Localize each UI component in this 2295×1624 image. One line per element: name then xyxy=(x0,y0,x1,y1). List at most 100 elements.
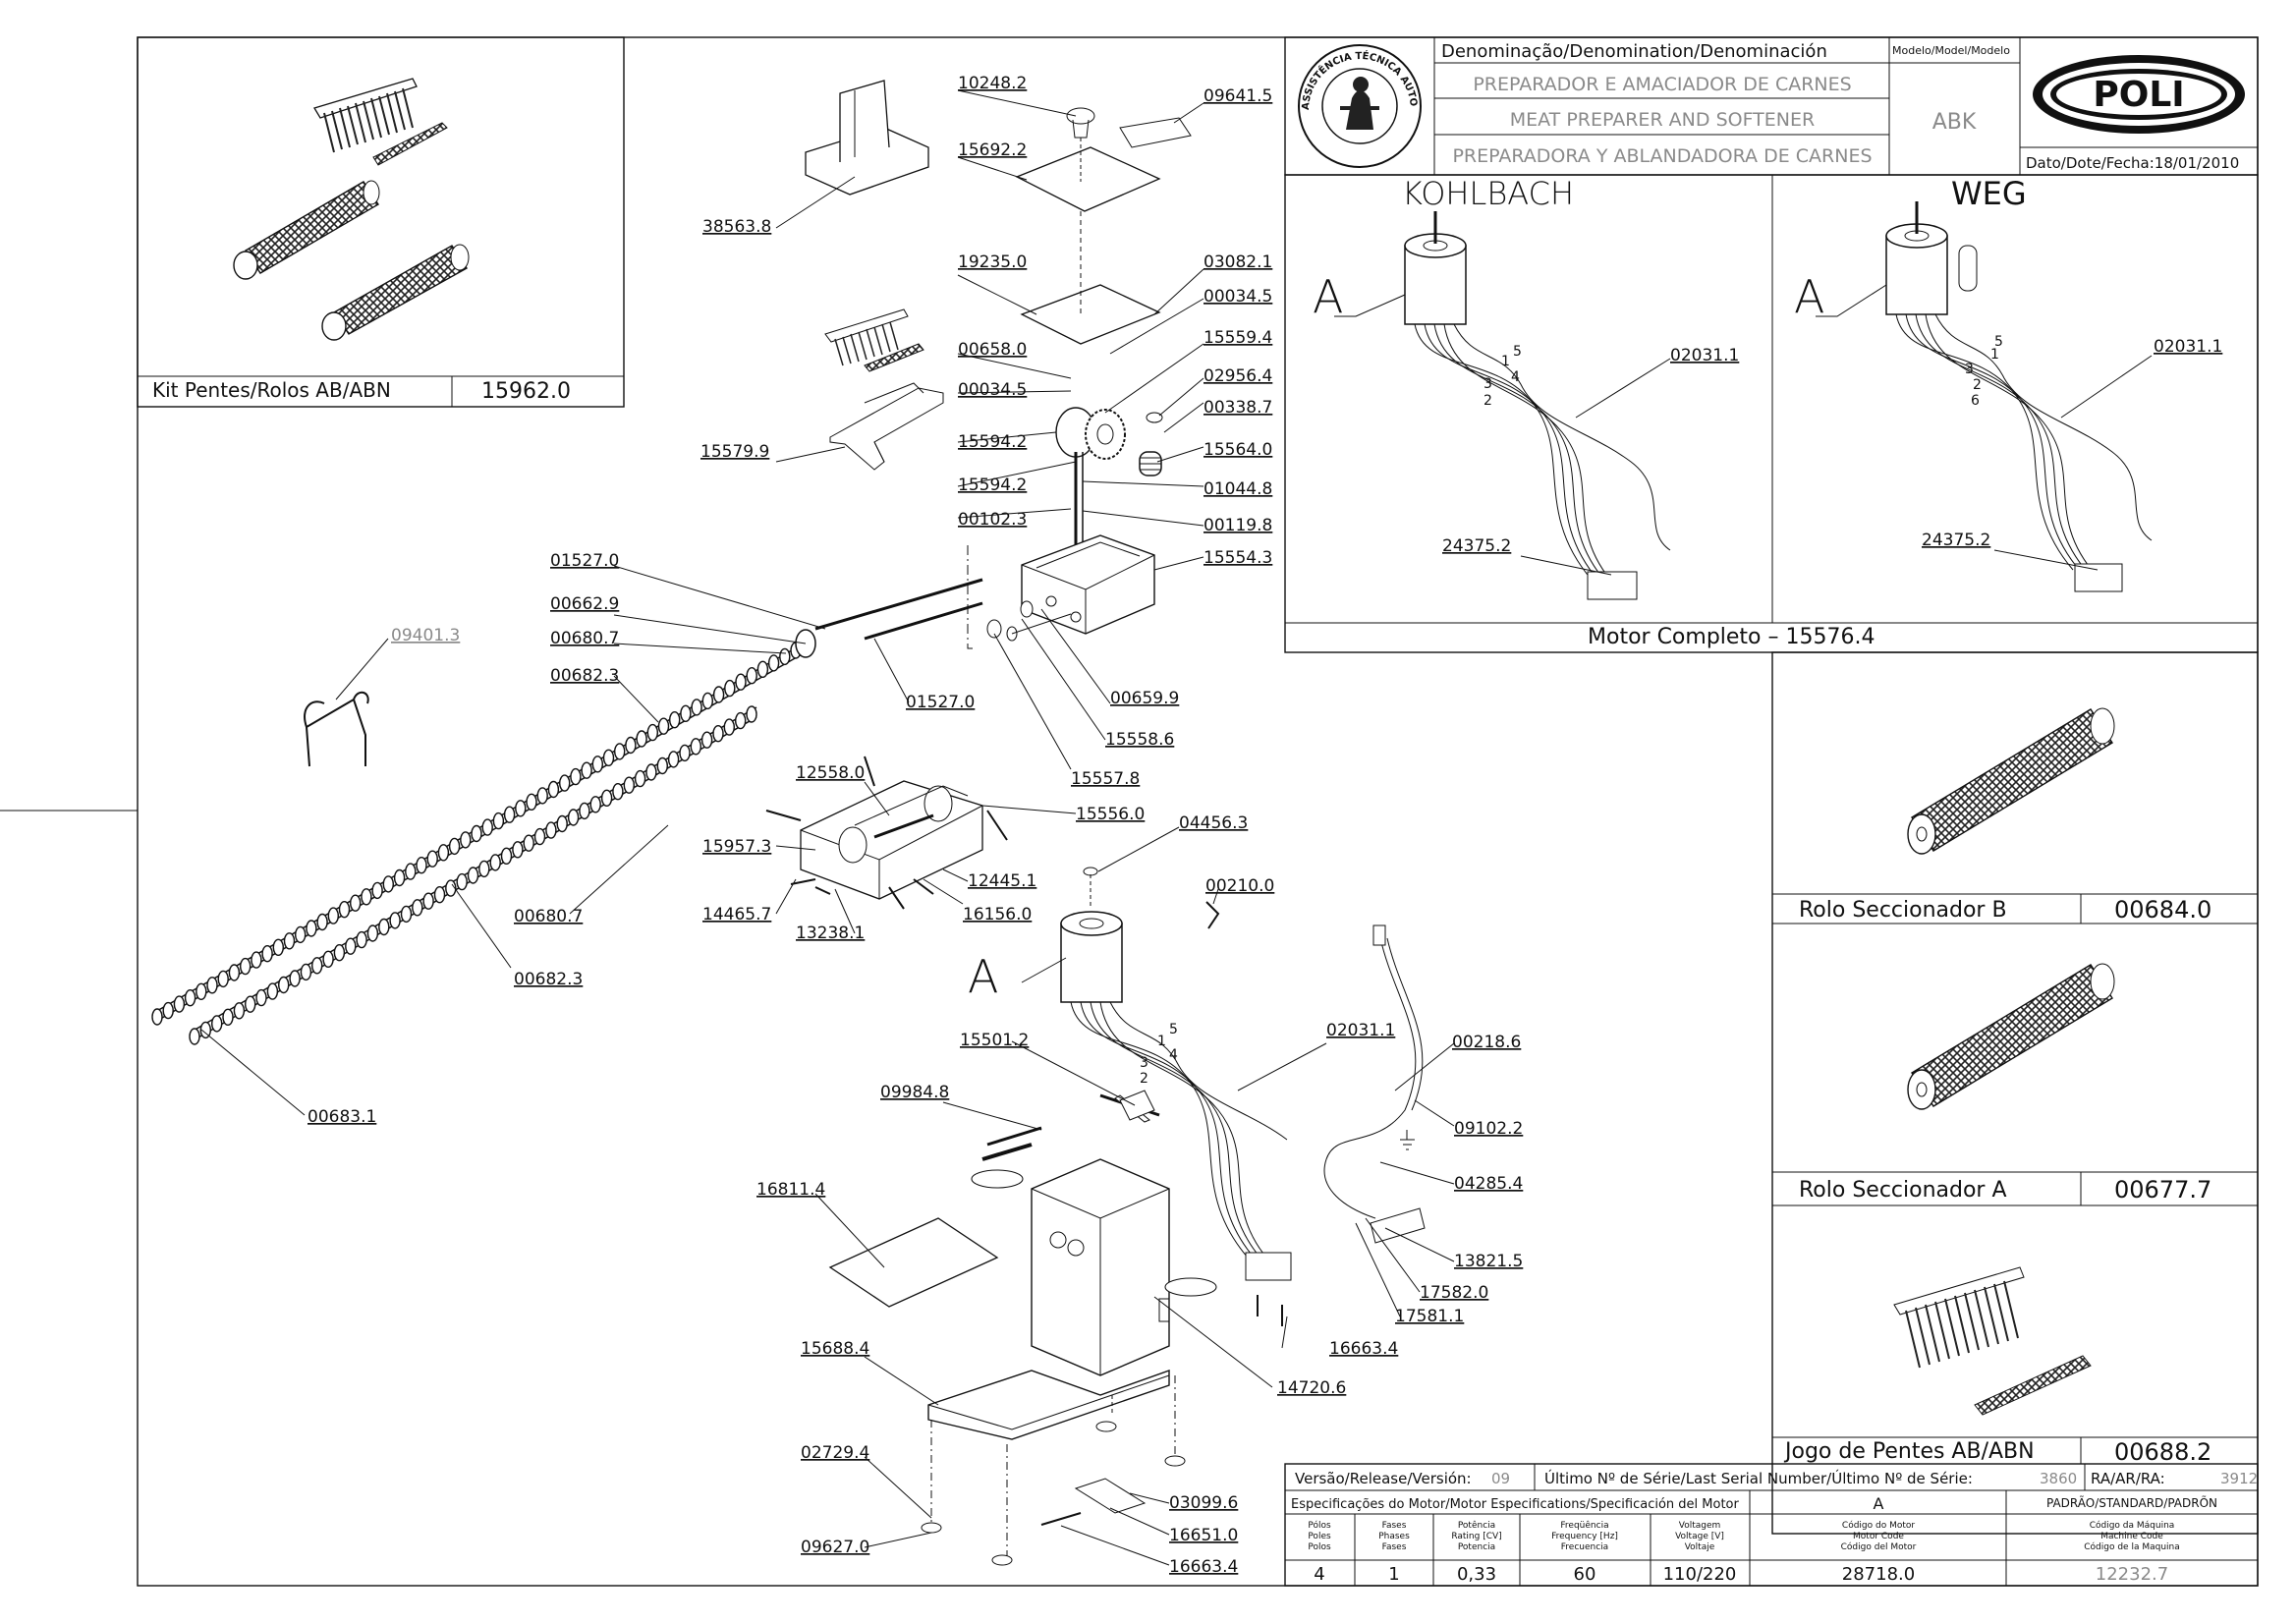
svg-text:Código da Máquina: Código da Máquina xyxy=(2090,1520,2175,1531)
roller-disc xyxy=(228,964,241,981)
roller-disc xyxy=(393,868,406,887)
kohlbach-wire-1: 1 xyxy=(1501,354,1510,369)
part-label-15564-0: 15564.0 xyxy=(1203,440,1272,460)
part-label-14465-7: 14465.7 xyxy=(702,905,771,924)
roller-disc xyxy=(589,796,601,813)
part-label-04285-4: 04285.4 xyxy=(1454,1174,1523,1194)
roller-disc xyxy=(239,957,252,976)
svg-text:Potencia: Potencia xyxy=(1458,1542,1495,1552)
svg-text:Phases: Phases xyxy=(1378,1532,1410,1541)
svg-text:Frecuencia: Frecuencia xyxy=(1561,1542,1608,1552)
serial-label: Último Nº de Série/Last Serial Number/Úl… xyxy=(1544,1469,1973,1487)
part-label-00662-9: 00662.9 xyxy=(550,594,619,614)
roller-disc xyxy=(735,673,747,691)
leader-lines xyxy=(200,89,1455,1566)
combs-set-label: Jogo de Pentes AB/ABN xyxy=(1783,1439,2035,1464)
roller-disc xyxy=(701,692,713,710)
spec-voltage: 110/220 xyxy=(1663,1564,1737,1585)
part-label-00034-5a: 00034.5 xyxy=(1203,287,1272,307)
roller-disc xyxy=(426,850,438,868)
roller-disc xyxy=(500,847,513,865)
kohlbach-view-letter: A xyxy=(1313,270,1343,323)
part-label-19235-0: 19235.0 xyxy=(958,252,1027,272)
roller-disc xyxy=(623,776,635,794)
roller-disc xyxy=(316,913,328,931)
roller-disc xyxy=(322,950,334,968)
part-label-00680-7b: 00680.7 xyxy=(514,907,583,926)
roller-disc xyxy=(151,1008,163,1026)
roller-disc xyxy=(251,951,262,969)
part-label-00682-3a: 00682.3 xyxy=(550,666,619,686)
roller-disc xyxy=(356,930,367,949)
kit-label: Kit Pentes/Rolos AB/ABN xyxy=(152,378,391,402)
part-number-labels: 10248.2 09641.5 15692.2 38563.8 19235.0 … xyxy=(308,74,1523,1577)
roller-disc xyxy=(456,872,468,891)
roller-disc xyxy=(272,938,284,956)
part-label-09984-8: 09984.8 xyxy=(880,1083,949,1102)
roller-disc xyxy=(492,812,505,830)
roller-disc xyxy=(222,1008,234,1027)
part-label-09102-2: 09102.2 xyxy=(1454,1119,1523,1139)
part-label-15579-9: 15579.9 xyxy=(700,442,769,462)
svg-text:Fases: Fases xyxy=(1382,1542,1407,1552)
roller-disc xyxy=(735,711,747,730)
part-label-02729-4: 02729.4 xyxy=(801,1443,869,1463)
roller-disc xyxy=(196,982,207,1000)
kohlbach-wire-3: 3 xyxy=(1483,376,1492,392)
svg-text:Polos: Polos xyxy=(1308,1542,1331,1552)
ra-label: RA/AR/RA: xyxy=(2091,1470,2165,1487)
name-en: MEAT PREPARER AND SOFTENER xyxy=(1510,109,1815,131)
roller-disc xyxy=(405,863,417,880)
spec-frequency: 60 xyxy=(1574,1564,1596,1585)
part-label-00034-5b: 00034.5 xyxy=(958,380,1027,400)
poli-logo: POLI xyxy=(2033,55,2245,134)
part-label-15554-3: 15554.3 xyxy=(1203,548,1272,568)
roller-disc xyxy=(350,894,362,912)
weg-label-02031-1: 02031.1 xyxy=(2154,337,2222,357)
roller-disc xyxy=(278,976,290,994)
roller-disc xyxy=(412,899,423,917)
roller-disc xyxy=(266,982,279,1000)
part-label-13238-1: 13238.1 xyxy=(796,924,865,943)
part-label-00683-1: 00683.1 xyxy=(308,1107,376,1127)
part-label-00338-7: 00338.7 xyxy=(1203,398,1272,418)
part-label-16156-0: 16156.0 xyxy=(963,905,1032,924)
roller-disc xyxy=(437,844,450,862)
part-label-00680-7a: 00680.7 xyxy=(550,629,619,648)
roller-disc xyxy=(512,841,524,859)
part-label-15688-4: 15688.4 xyxy=(801,1339,869,1359)
roller-disc xyxy=(184,989,196,1007)
part-label-38563-8: 38563.8 xyxy=(702,217,771,237)
roller-disc xyxy=(690,738,701,756)
part-label-15558-6: 15558.6 xyxy=(1105,730,1174,750)
roller-disc xyxy=(416,857,427,874)
roller-disc xyxy=(536,787,548,805)
roller-disc xyxy=(723,718,735,736)
roller-disc xyxy=(581,761,592,779)
roller-disc xyxy=(481,818,493,836)
roller-disc xyxy=(515,800,527,817)
weg-motor: A 5 1 3 2 6 02031.1 24375.2 xyxy=(1794,201,2222,592)
spec-phases: 1 xyxy=(1388,1564,1399,1585)
part-label-15594-2b: 15594.2 xyxy=(958,476,1027,495)
version-label: Versão/Release/Versión: xyxy=(1295,1470,1472,1487)
spec-poles: 4 xyxy=(1314,1564,1324,1585)
specs-values: 4 1 0,33 60 110/220 28718.0 12232.7 xyxy=(1314,1564,2168,1585)
svg-text:Voltagem: Voltagem xyxy=(1679,1521,1721,1531)
roller-disc xyxy=(669,711,681,729)
roller-disc xyxy=(602,749,615,766)
kohlbach-label-24375-2: 24375.2 xyxy=(1442,536,1511,556)
part-label-00102-3: 00102.3 xyxy=(958,510,1027,530)
part-label-04456-3: 04456.3 xyxy=(1179,813,1248,833)
weg-label-24375-2: 24375.2 xyxy=(1922,531,1990,550)
roller-disc xyxy=(700,731,713,749)
weg-wire-6: 6 xyxy=(1971,393,1980,409)
roller-disc xyxy=(591,756,603,773)
date-value: Dato/Dote/Fecha:18/01/2010 xyxy=(2026,154,2239,172)
roller-disc xyxy=(559,774,571,792)
ra-value: 3912 xyxy=(2220,1470,2258,1487)
combs-set-code: 00688.2 xyxy=(2114,1438,2211,1466)
roller-disc xyxy=(756,660,769,678)
svg-text:Machine Code: Machine Code xyxy=(2100,1532,2163,1541)
